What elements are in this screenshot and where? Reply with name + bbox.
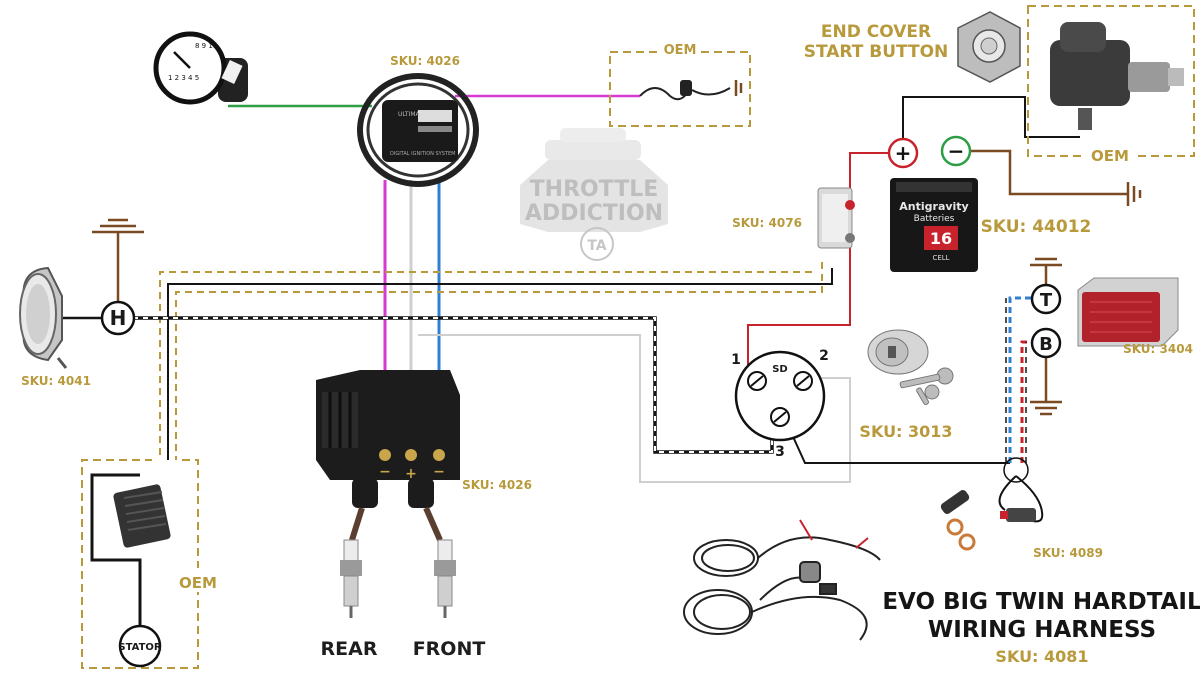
oem-top-label: OEM xyxy=(664,43,697,58)
oem-left-label: OEM xyxy=(179,574,217,592)
brake-node: B xyxy=(1030,327,1062,359)
svg-text:H: H xyxy=(110,306,127,330)
sku-battery: SKU: 44012 xyxy=(981,217,1092,237)
svg-text:−: − xyxy=(379,464,391,480)
tail-light-icon xyxy=(1077,277,1179,347)
svg-text:DIGITAL IGNITION SYSTEM: DIGITAL IGNITION SYSTEM xyxy=(390,151,455,157)
battery-num: 16 xyxy=(930,229,952,248)
tail-node: T xyxy=(1030,283,1062,315)
sku-brake-switch: SKU: 4089 xyxy=(1033,546,1103,560)
svg-text:1: 1 xyxy=(731,352,741,368)
sku-coil: SKU: 4026 xyxy=(462,478,532,492)
spark-plug-icon xyxy=(434,539,456,618)
battery-terminal-neg: − xyxy=(940,135,972,167)
svg-text:2: 2 xyxy=(819,348,829,364)
svg-text:−: − xyxy=(433,464,445,480)
sku-tail-light: SKU: 3404 xyxy=(1123,342,1193,356)
wire-battery-ground xyxy=(970,149,1128,196)
circuit-breaker-icon xyxy=(817,187,855,249)
sku-circuit-breaker: SKU: 4076 xyxy=(732,216,802,230)
sku-key-switch: SKU: 3013 xyxy=(859,422,952,441)
svg-text:T: T xyxy=(1040,290,1053,311)
headlight-node: H xyxy=(100,300,136,336)
battery-icon: Antigravity Batteries 16 CELL xyxy=(890,178,978,272)
title-line2: WIRING HARNESS xyxy=(928,617,1156,643)
battery-sub: Batteries xyxy=(914,214,955,224)
wire-black-starter xyxy=(902,96,1080,140)
svg-text:+: + xyxy=(895,141,912,165)
ignition-coil-icon: − + − xyxy=(316,370,460,508)
oem-switch-icon xyxy=(639,80,731,101)
battery-terminal-pos: + xyxy=(887,137,919,169)
svg-text:8 9 10: 8 9 10 xyxy=(195,42,217,50)
brand-line2: ADDICTION xyxy=(525,201,663,226)
wire-white-switch xyxy=(418,334,851,483)
wire-red-brake xyxy=(1020,340,1032,463)
oem-box-left xyxy=(81,459,199,669)
ignition-module-icon: ULTIMA DIGITAL IGNITION SYSTEM xyxy=(357,73,479,187)
wire-red-battery xyxy=(849,152,903,200)
ground-icon xyxy=(92,80,1142,416)
oem-starter-label: OEM xyxy=(1091,147,1129,165)
battery-brand: Antigravity xyxy=(899,200,968,213)
sku-ignition-module: SKU: 4026 xyxy=(390,54,460,68)
wire-gold-main xyxy=(159,271,812,460)
wire-blue-tail xyxy=(1008,296,1032,463)
brake-switch-icon xyxy=(940,475,1044,551)
oem-box-starter xyxy=(1027,5,1195,157)
svg-text:ULTIMA: ULTIMA xyxy=(398,111,421,118)
switch-symbol: SD 1 2 3 xyxy=(731,348,829,460)
harness-icon xyxy=(683,519,881,641)
battery-cell: CELL xyxy=(932,254,949,262)
svg-text:STATOR: STATOR xyxy=(118,642,162,653)
key-switch-icon xyxy=(867,329,929,375)
svg-text:3: 3 xyxy=(775,444,785,460)
wire-stator xyxy=(90,473,142,628)
wires xyxy=(60,94,1128,628)
title-line1: EVO BIG TWIN HARDTAIL xyxy=(882,589,1200,615)
wire-gold-main-2 xyxy=(175,262,823,460)
rear-label: REAR xyxy=(321,638,378,660)
start-button-icon xyxy=(957,11,1021,83)
title-sku: SKU: 4081 xyxy=(995,647,1088,666)
tachometer-icon: 1 2 3 4 5 8 9 10 xyxy=(153,31,248,105)
svg-text:1 2 3 4 5: 1 2 3 4 5 xyxy=(168,74,199,82)
wire-red-switch xyxy=(747,238,851,368)
spark-plug-icon xyxy=(340,539,362,618)
wire-stripe-headlight xyxy=(133,316,774,454)
headlight-icon xyxy=(19,266,68,369)
svg-text:+: + xyxy=(405,466,417,482)
brand-monogram: TA xyxy=(587,238,606,254)
key-icon xyxy=(899,367,954,406)
svg-text:B: B xyxy=(1039,334,1053,355)
brand-logo: THROTTLE ADDICTION TA xyxy=(520,128,668,261)
svg-text:−: − xyxy=(948,139,965,163)
starter-motor-icon xyxy=(1050,22,1184,130)
front-label: FRONT xyxy=(413,638,486,660)
wire-black-main xyxy=(167,268,833,460)
voltage-regulator-icon xyxy=(113,484,171,548)
end-cover-label-1: END COVER xyxy=(821,22,931,42)
sku-headlight: SKU: 4041 xyxy=(21,374,91,388)
end-cover-label-2: START BUTTON xyxy=(804,42,949,62)
brand-line1: THROTTLE xyxy=(530,177,659,202)
stator-node: STATOR xyxy=(118,624,162,668)
wire-black-brake xyxy=(789,429,1010,464)
svg-text:SD: SD xyxy=(772,364,788,375)
